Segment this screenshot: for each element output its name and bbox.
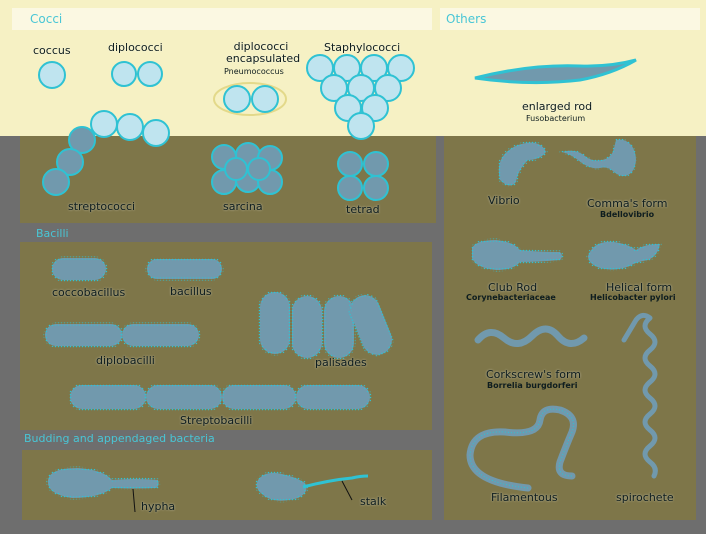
diplobacilli-label: diplobacilli	[96, 354, 155, 367]
sarcina-label: sarcina	[223, 200, 263, 213]
bdellovibrio-label: Bdellovibrio	[600, 210, 654, 219]
bacillus-cell	[147, 259, 222, 279]
stalk-label: stalk	[360, 495, 386, 508]
vibrio-label: Vibrio	[488, 194, 520, 207]
enlarged-rod-label: enlarged rod	[522, 100, 592, 113]
coccus-label: coccus	[33, 44, 71, 57]
spirochete-label: spirochete	[616, 491, 674, 504]
corynebacteriaceae-label: Corynebacteriaceae	[466, 293, 556, 302]
diplococci-label: diplococci	[108, 41, 163, 54]
bacilli-header: Bacilli	[36, 227, 69, 240]
palisades-label: palisades	[315, 356, 367, 369]
corkscrews-form-label: Corkscrew's form	[486, 368, 581, 381]
streptococci-label: streptococci	[68, 200, 135, 213]
palisades-cells	[260, 291, 397, 360]
staphylococci-label: Staphylococci	[324, 41, 400, 54]
pneumococcus-label: Pneumococcus	[224, 67, 284, 76]
coccobacillus-label: coccobacillus	[52, 286, 125, 299]
budding-header: Budding and appendaged bacteria	[24, 432, 215, 445]
others-panel	[444, 135, 696, 520]
hypha-label: hypha	[141, 500, 175, 513]
fusobacterium-label: Fusobacterium	[526, 114, 585, 123]
diplococci-encapsulated-label: diplococci encapsulated	[226, 41, 296, 65]
coccus-cell	[39, 62, 65, 88]
helicobacter-pylori-label: Helicobacter pylori	[590, 293, 676, 302]
sarcina-cube	[212, 143, 282, 194]
commas-form-label: Comma's form	[587, 197, 667, 210]
filamentous-label: Filamentous	[491, 491, 558, 504]
coccobacillus-cell	[52, 258, 106, 280]
others-header: Others	[446, 12, 486, 26]
borrelia-burgdorferi-label: Borrelia burgdorferi	[487, 381, 577, 390]
streptobacilli-label: Streptobacilli	[180, 414, 252, 427]
cocci-header-strip	[12, 8, 432, 30]
tetrad-label: tetrad	[346, 203, 380, 216]
cocci-header: Cocci	[30, 12, 62, 26]
bacillus-label: bacillus	[170, 285, 212, 298]
streptobacilli-chain	[70, 385, 370, 409]
